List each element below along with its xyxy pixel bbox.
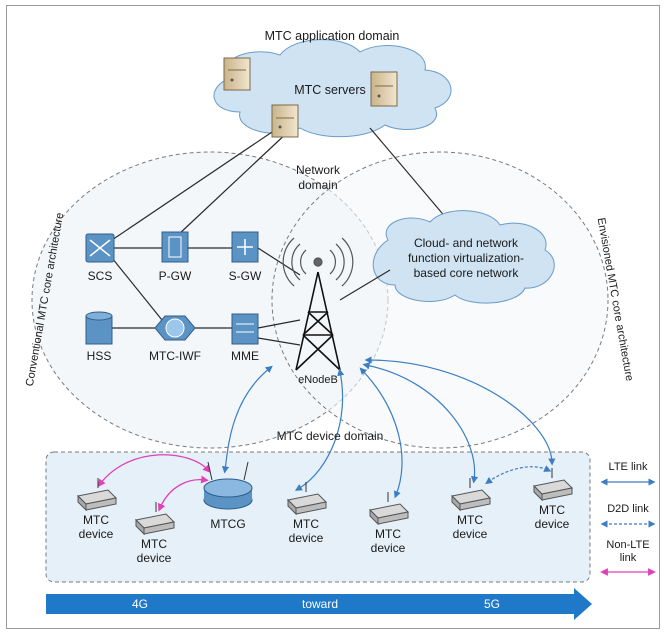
cloud-label-3: based core network <box>414 266 520 280</box>
core-links <box>110 247 391 346</box>
server-3 <box>271 104 299 138</box>
mtc-device-3 <box>286 482 328 516</box>
mme-label: MME <box>231 349 259 363</box>
pgw-node <box>161 231 189 263</box>
device-domain-label: MTC device domain <box>277 429 384 443</box>
network-domain-label-2: domain <box>298 178 337 192</box>
device-1-label-mtc: MTC <box>83 513 109 527</box>
link-server-pgw <box>177 129 291 236</box>
cloud-label-1: Cloud- and network <box>414 236 519 250</box>
timeline-left-label: 4G <box>132 597 148 611</box>
mtc-servers-label: MTC servers <box>294 83 366 97</box>
device-5-label-device: device <box>453 527 488 541</box>
mtciwf-node <box>154 315 196 341</box>
d2d-link <box>485 465 552 485</box>
sgw-node <box>231 231 259 263</box>
enodeb-label: eNodeB <box>298 374 338 386</box>
device-3-label-device: device <box>289 531 324 545</box>
hss-node <box>85 311 113 345</box>
device-2-label-device: device <box>137 551 172 565</box>
hss-label: HSS <box>87 349 112 363</box>
app-domain-label: MTC application domain <box>265 29 400 43</box>
sgw-label: S-GW <box>229 269 262 283</box>
nfv-cloud <box>372 210 555 304</box>
legend-nonlte-label-2: link <box>620 552 637 564</box>
nonlte-links <box>97 454 211 512</box>
timeline-arrow <box>46 588 592 620</box>
legend-nonlte-label-1: Non-LTE <box>606 539 649 551</box>
legend-d2d-label: D2D link <box>607 503 649 515</box>
mtc-device-4 <box>368 492 410 526</box>
cloud-label-2: function virtualization- <box>408 251 524 265</box>
device-4-label-device: device <box>371 541 406 555</box>
scs-label: SCS <box>88 269 113 283</box>
mtc-device-5 <box>450 478 492 512</box>
server-2 <box>370 71 398 107</box>
pgw-label: P-GW <box>159 269 192 283</box>
radio-waves <box>282 237 354 287</box>
scs-node <box>85 233 115 263</box>
mme-node <box>231 313 259 345</box>
device-6-label-device: device <box>535 517 570 531</box>
mtc-device-1 <box>76 478 118 512</box>
enodeb-tower <box>295 271 341 371</box>
device-3-label-mtc: MTC <box>293 517 319 531</box>
lte-links <box>221 356 556 499</box>
mtc-device-6 <box>532 468 574 502</box>
timeline-right-label: 5G <box>484 597 500 611</box>
device-6-label-mtc: MTC <box>539 503 565 517</box>
device-5-label-mtc: MTC <box>457 513 483 527</box>
device-4-label-mtc: MTC <box>375 527 401 541</box>
mtcg-gateway <box>203 461 253 510</box>
network-domain-label-1: Network <box>296 163 341 177</box>
mtciwf-label: MTC-IWF <box>149 349 201 363</box>
legend-lte-label: LTE link <box>609 461 648 473</box>
mtc-device-2 <box>134 502 176 536</box>
link-server-scs <box>111 127 279 241</box>
device-1-label-device: device <box>79 527 114 541</box>
timeline-mid-label: toward <box>302 597 338 611</box>
device-2-label-mtc: MTC <box>141 537 167 551</box>
mtcg-label: MTCG <box>210 517 245 531</box>
server-1 <box>223 57 251 91</box>
